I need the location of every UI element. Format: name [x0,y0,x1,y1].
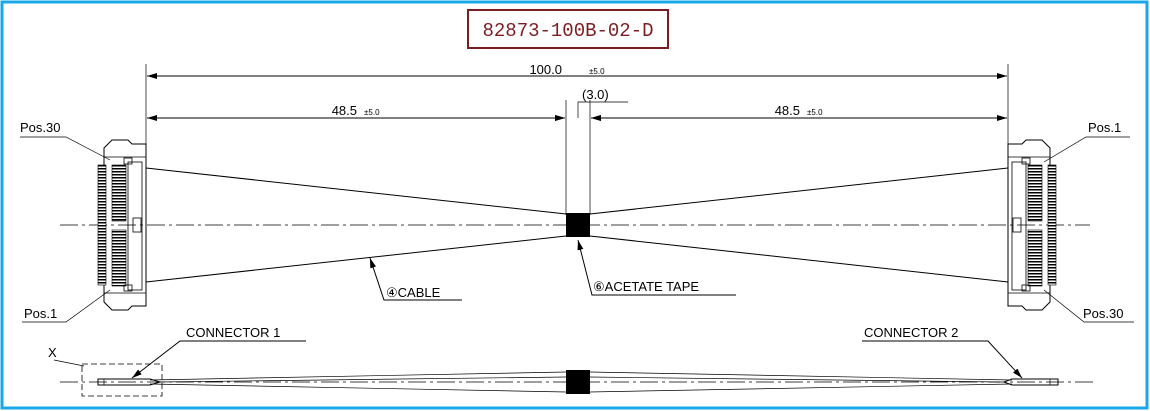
pos1-left-label: Pos.1 [24,306,57,321]
overall-length: 100.0 [529,62,562,77]
pos1-right-label: Pos.1 [1088,120,1121,135]
tape-callout: ⑥ACETATE TAPE [577,239,736,296]
pos30-left-label: Pos.30 [20,120,60,135]
pos30-right-label: Pos.30 [1083,306,1123,321]
dimension-center: (3.0) [552,87,628,121]
dimension-left: 48.5 ±5.0 [147,100,591,215]
cable-label: ④CABLE [386,285,441,300]
part-number-box [467,9,669,49]
connector2-callout: CONNECTOR 2 [862,325,1023,379]
connector-right [1007,139,1057,311]
right-length: 48.5 [775,103,800,118]
cable-side-view [97,370,1059,394]
dimension-right: 48.5 ±5.0 [591,103,1007,121]
left-tolerance: ±5.0 [364,108,380,117]
connector-left [97,139,147,311]
connector1-callout: CONNECTOR 1 [131,325,306,379]
pos1-left-callout: Pos.1 [22,289,111,323]
connector2-label: CONNECTOR 2 [864,325,958,340]
tape-width: (3.0) [582,87,609,102]
part-number: 82873-100B-02-D [482,20,653,42]
pos1-right-callout: Pos.1 [1043,120,1130,163]
right-tolerance: ±5.0 [807,108,823,117]
overall-tolerance: ±5.0 [589,67,605,76]
acetate-tape [566,213,590,237]
connector1-label: CONNECTOR 1 [186,325,280,340]
detail-x-label: X [48,345,57,360]
cable-callout: ④CABLE [369,257,462,301]
detail-x: X [48,345,163,397]
dimension-overall: 100.0 ±5.0 [145,62,1009,144]
pos30-right-callout: Pos.30 [1043,289,1134,323]
tape-label: ⑥ACETATE TAPE [593,279,699,294]
cable-top-view [145,167,1009,283]
pos30-left-callout: Pos.30 [20,120,111,161]
left-length: 48.5 [332,103,357,118]
